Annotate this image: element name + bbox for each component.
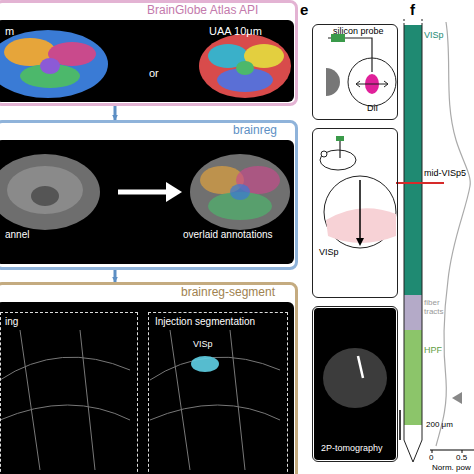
method-label: 2P-tomography (321, 443, 383, 453)
brain-section (0, 154, 100, 230)
image-caption: overlaid annotations (183, 229, 273, 241)
probe-schematic-box: silicon probeDiI (312, 24, 398, 120)
atlas-name: m (5, 25, 14, 38)
atlas-section (0, 30, 108, 98)
panel-title: brainreg-segment (181, 286, 275, 300)
brain-image (323, 348, 387, 408)
atlas-outline (150, 330, 280, 470)
probe-wire (328, 38, 372, 72)
axis-label: Norm. pow (432, 463, 471, 472)
probe-segment (404, 295, 422, 330)
probe-outline (404, 25, 422, 462)
atlas-name: UAA 10μm (209, 25, 262, 38)
brain-section (7, 166, 83, 214)
panel-letter: e (300, 1, 308, 18)
mouse-outline (320, 150, 356, 170)
mouse-outline (321, 151, 327, 157)
brain-section (190, 154, 290, 230)
white-arrow (118, 190, 168, 195)
axis-line (430, 450, 474, 453)
power-curve (436, 22, 470, 446)
scale-bar (399, 410, 401, 440)
atlas-overlay (230, 184, 250, 200)
region-label: HPF (424, 345, 442, 355)
probe-outline (404, 18, 422, 25)
region-label: VISp (193, 339, 213, 349)
atlas-region (40, 58, 60, 74)
image-panel (0, 302, 294, 474)
region-label: VISp (424, 30, 444, 40)
injection-segment (191, 356, 219, 372)
dye-label: DiI (367, 103, 378, 113)
box-title: Injection segmentation (155, 316, 255, 328)
mid-layer-line (396, 182, 444, 184)
image-caption: annel (5, 229, 29, 241)
tomography-box: 2P-tomography (312, 306, 398, 462)
atlas-region (236, 61, 254, 75)
probe-segment (404, 330, 422, 425)
probe-label: silicon probe (333, 26, 384, 36)
box-title: ing (5, 316, 18, 328)
tick-label: 0.5 (456, 453, 467, 462)
image-panel (314, 308, 396, 460)
layer-label: mid-VISp5 (424, 168, 466, 178)
atlas-outline (0, 330, 130, 470)
probe-segment (404, 25, 422, 295)
probe-arrow (356, 238, 364, 246)
brainreg-panel: brainreg annel overlaid annotations (0, 120, 298, 270)
tracing-box: ing (0, 312, 138, 474)
segment-panel: brainreg-segment ing Injection segmentatio… (0, 282, 298, 474)
region-label: fiber tracts (424, 298, 460, 316)
probe-wire (339, 140, 340, 158)
double-arrow (356, 81, 388, 87)
or-text: or (149, 67, 159, 80)
flow-connector (114, 106, 117, 120)
flow-connector (114, 270, 117, 282)
atlas-api-panel: BrainGlobe Atlas API m or UAA 10μm (0, 0, 298, 106)
atlas-section (199, 34, 291, 98)
scale-label: 200 μm (426, 420, 453, 429)
probe-connector (336, 136, 344, 141)
region-label: VISp (319, 247, 339, 257)
probe-arrow (359, 180, 361, 244)
white-arrow (166, 182, 182, 202)
probe-track (358, 356, 363, 378)
panel-title: brainreg (233, 124, 277, 138)
brain-section (31, 186, 59, 206)
mouse-schematic-box: VISp (312, 128, 398, 298)
tick-label: 0 (429, 453, 433, 462)
zoom-circle (324, 176, 396, 248)
headstage-symbol (326, 68, 340, 96)
visp-region (326, 208, 396, 243)
zoom-circle (348, 58, 396, 106)
pointer-arrow (452, 392, 462, 404)
injection-box: Injection segmentationVISp (148, 312, 288, 474)
panel-letter: f (410, 1, 415, 18)
panel-title: BrainGlobe Atlas API (147, 4, 258, 18)
